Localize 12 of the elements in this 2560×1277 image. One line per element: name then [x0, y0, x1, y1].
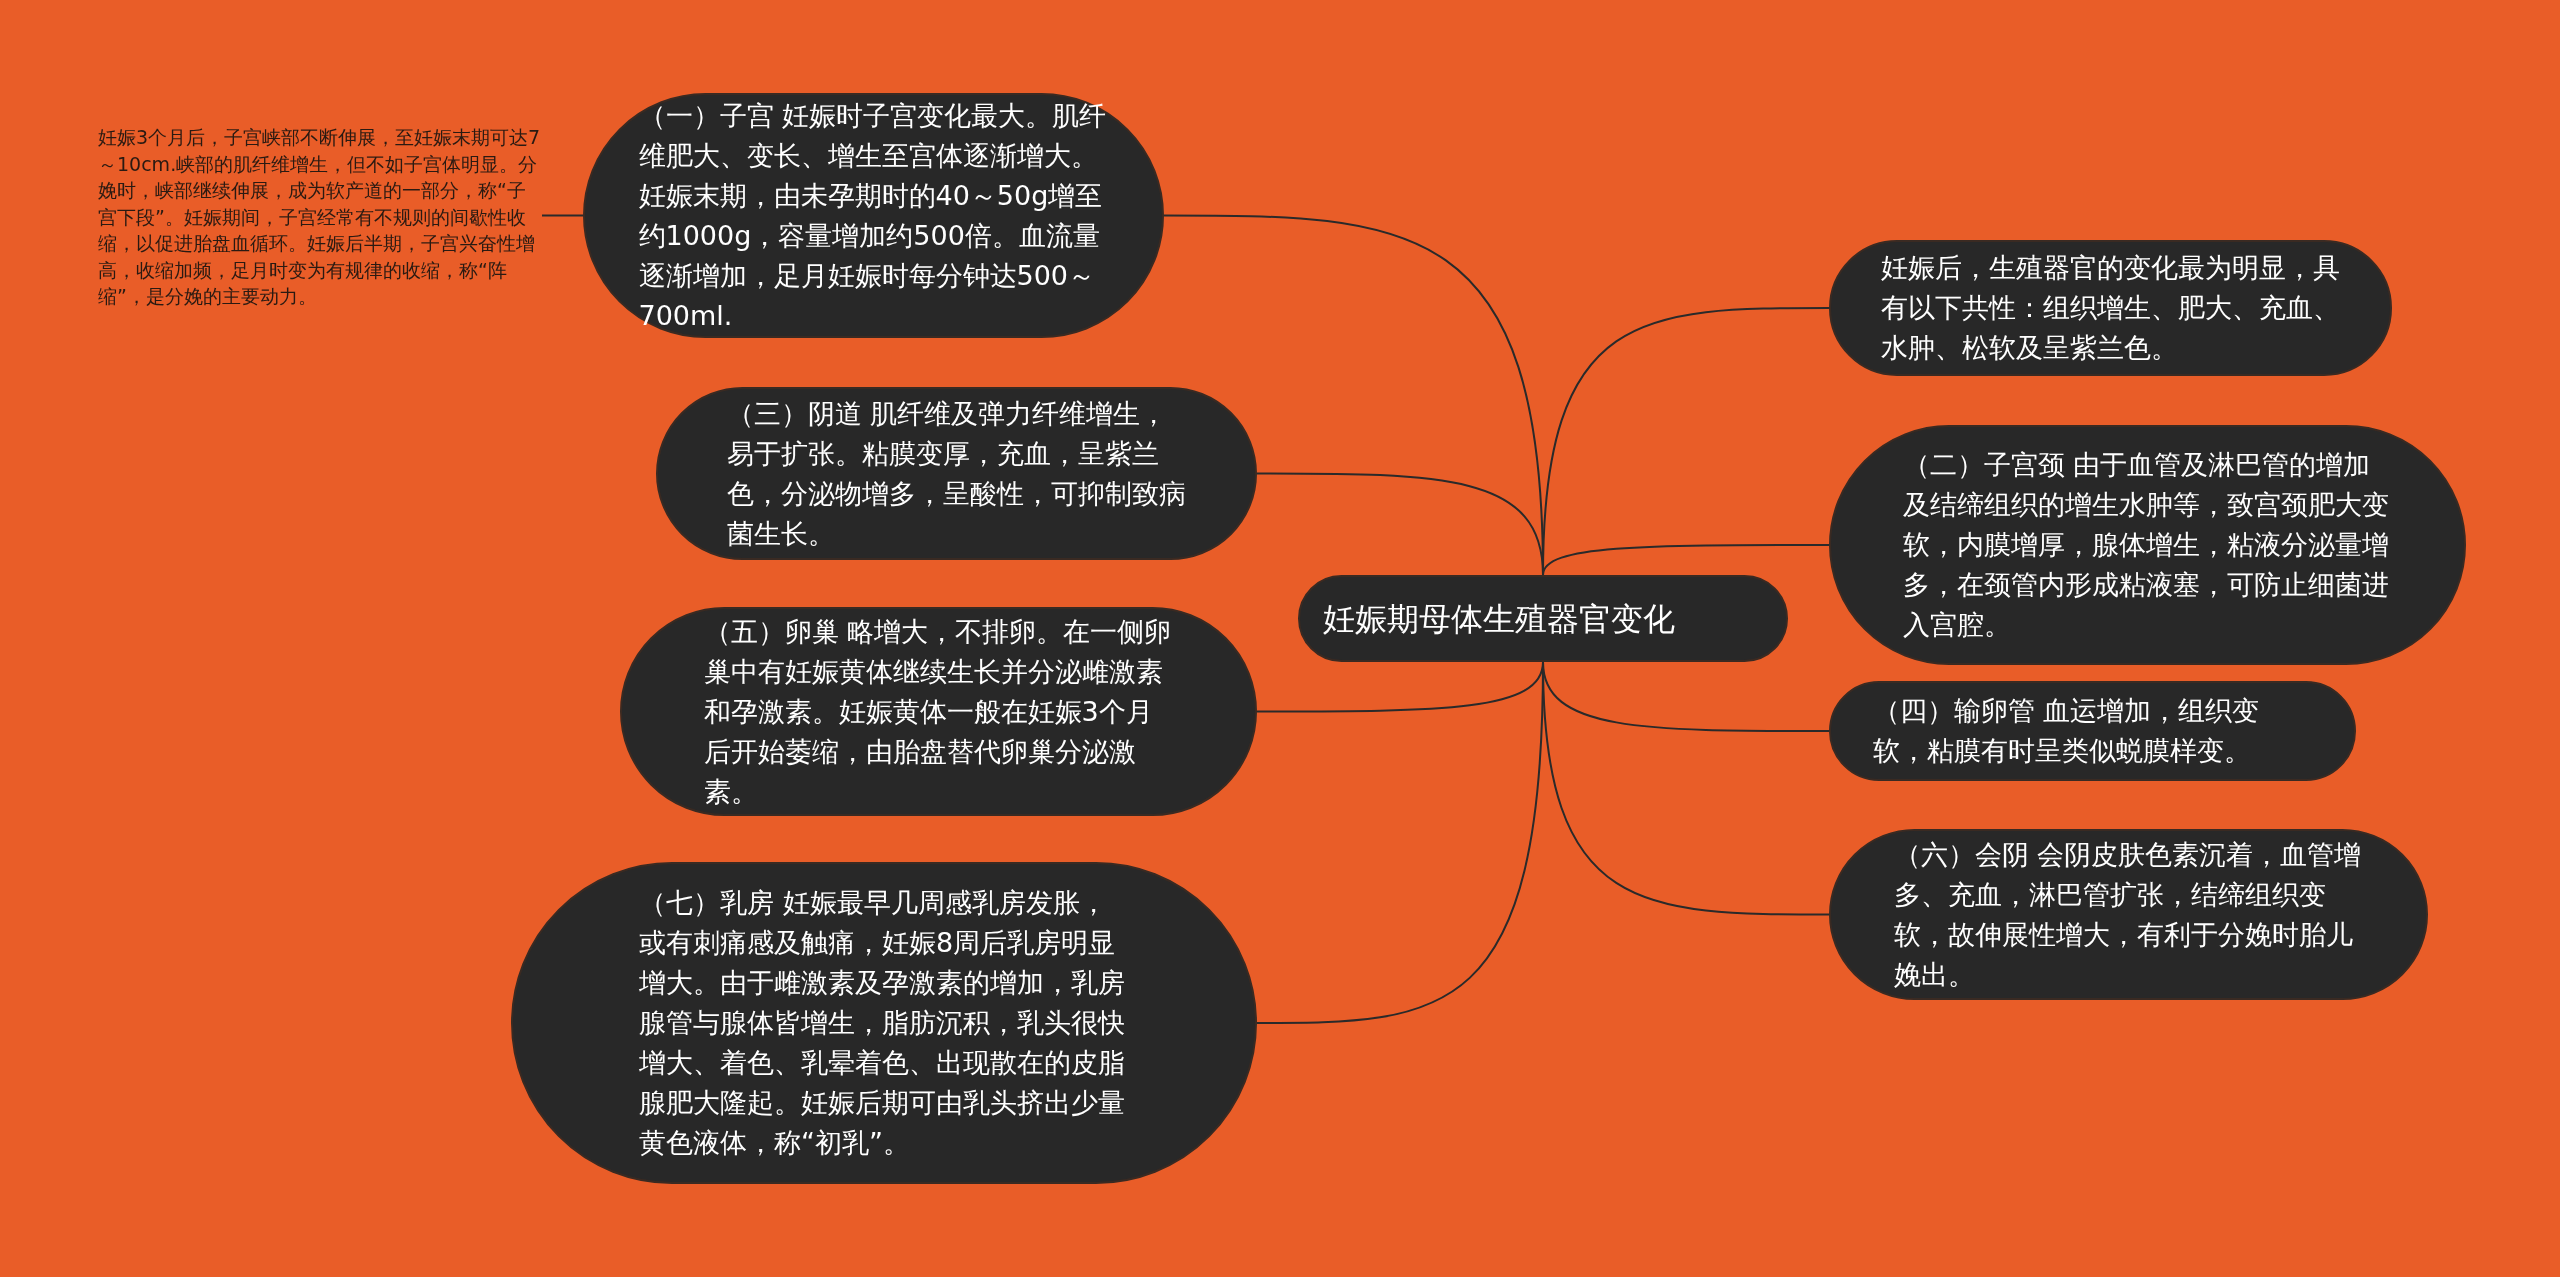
topic-text: （五）卵巢 略增大，不排卵。在一侧卵巢中有妊娠黄体继续生长并分泌雌激素和孕激素。妊娠黄体一般在妊娠3个月后开始萎缩，由胎盘替代卵巢分泌激素。	[703, 614, 1173, 809]
central-topic-text: 妊娠期母体生殖器官变化	[1323, 598, 1676, 640]
topic-text: 妊娠后，生殖器官的变化最为明显，具有以下共性：组织增生、肥大、充血、水肿、松软及呈紫兰色。	[1880, 251, 2341, 365]
topic-text: （四）输卵管 血运增加，组织变软，粘膜有时呈类似蜕膜样变。	[1872, 694, 2261, 768]
topic-text: （一）子宫 妊娠时子宫变化最大。肌纤维肥大、变长、增生至宫体逐渐增大。妊娠末期，由未孕期时的40～50g增至约1000g，容量增加约500倍。血流量逐渐增加，足月妊娠时每分钟达500～700ml.	[638, 98, 1108, 333]
topic-text: （三）阴道 肌纤维及弹力纤维增生，易于扩张。粘膜变厚，充血，呈紫兰色，分泌物增多，呈酸性，可抑制致病菌生长。	[726, 396, 1187, 551]
note-text: 妊娠3个月后，子宫峡部不断伸展，至妊娠末期可达7～10cm.峡部的肌纤维增生，但不如子宫体明显。分娩时，峡部继续伸展，成为软产道的一部分，称“子宫下段”。妊娠期间，子宫经常有不规则的间歇性收缩，以促进胎盘血循环。妊娠后半期，子宫兴奋性增高，收缩加频，足月时变为有规律的收缩，称“阵缩”，是分娩的主要动力。	[98, 125, 542, 310]
connector-line	[541, 214, 584, 217]
topic-text: （二）子宫颈 由于血管及淋巴管的增加及结缔组织的增生水肿等，致宫颈肥大变软，内膜增厚，腺体增生，粘液分泌量增多，在颈管内形成粘液塞，可防止细菌进入宫腔。	[1902, 448, 2390, 642]
topic-text: （七）乳房 妊娠最早几周感乳房发胀，或有刺痛感及触痛，妊娠8周后乳房明显增大。由于雌激素及孕激素的增加，乳房腺管与腺体皆增生，脂肪沉积，乳头很快增大、着色、乳晕着色、出现散在的皮脂腺肥大隆起。妊娠后期可由乳头挤出少量黄色液体，称“初乳”。	[639, 886, 1126, 1160]
connector-line	[1542, 544, 1830, 576]
topic-text: （六）会阴 会阴皮肤色素沉着，血管增多、充血，淋巴管扩张，结缔组织变软，故伸展性增大，有利于分娩时胎儿娩出。	[1893, 837, 2363, 992]
